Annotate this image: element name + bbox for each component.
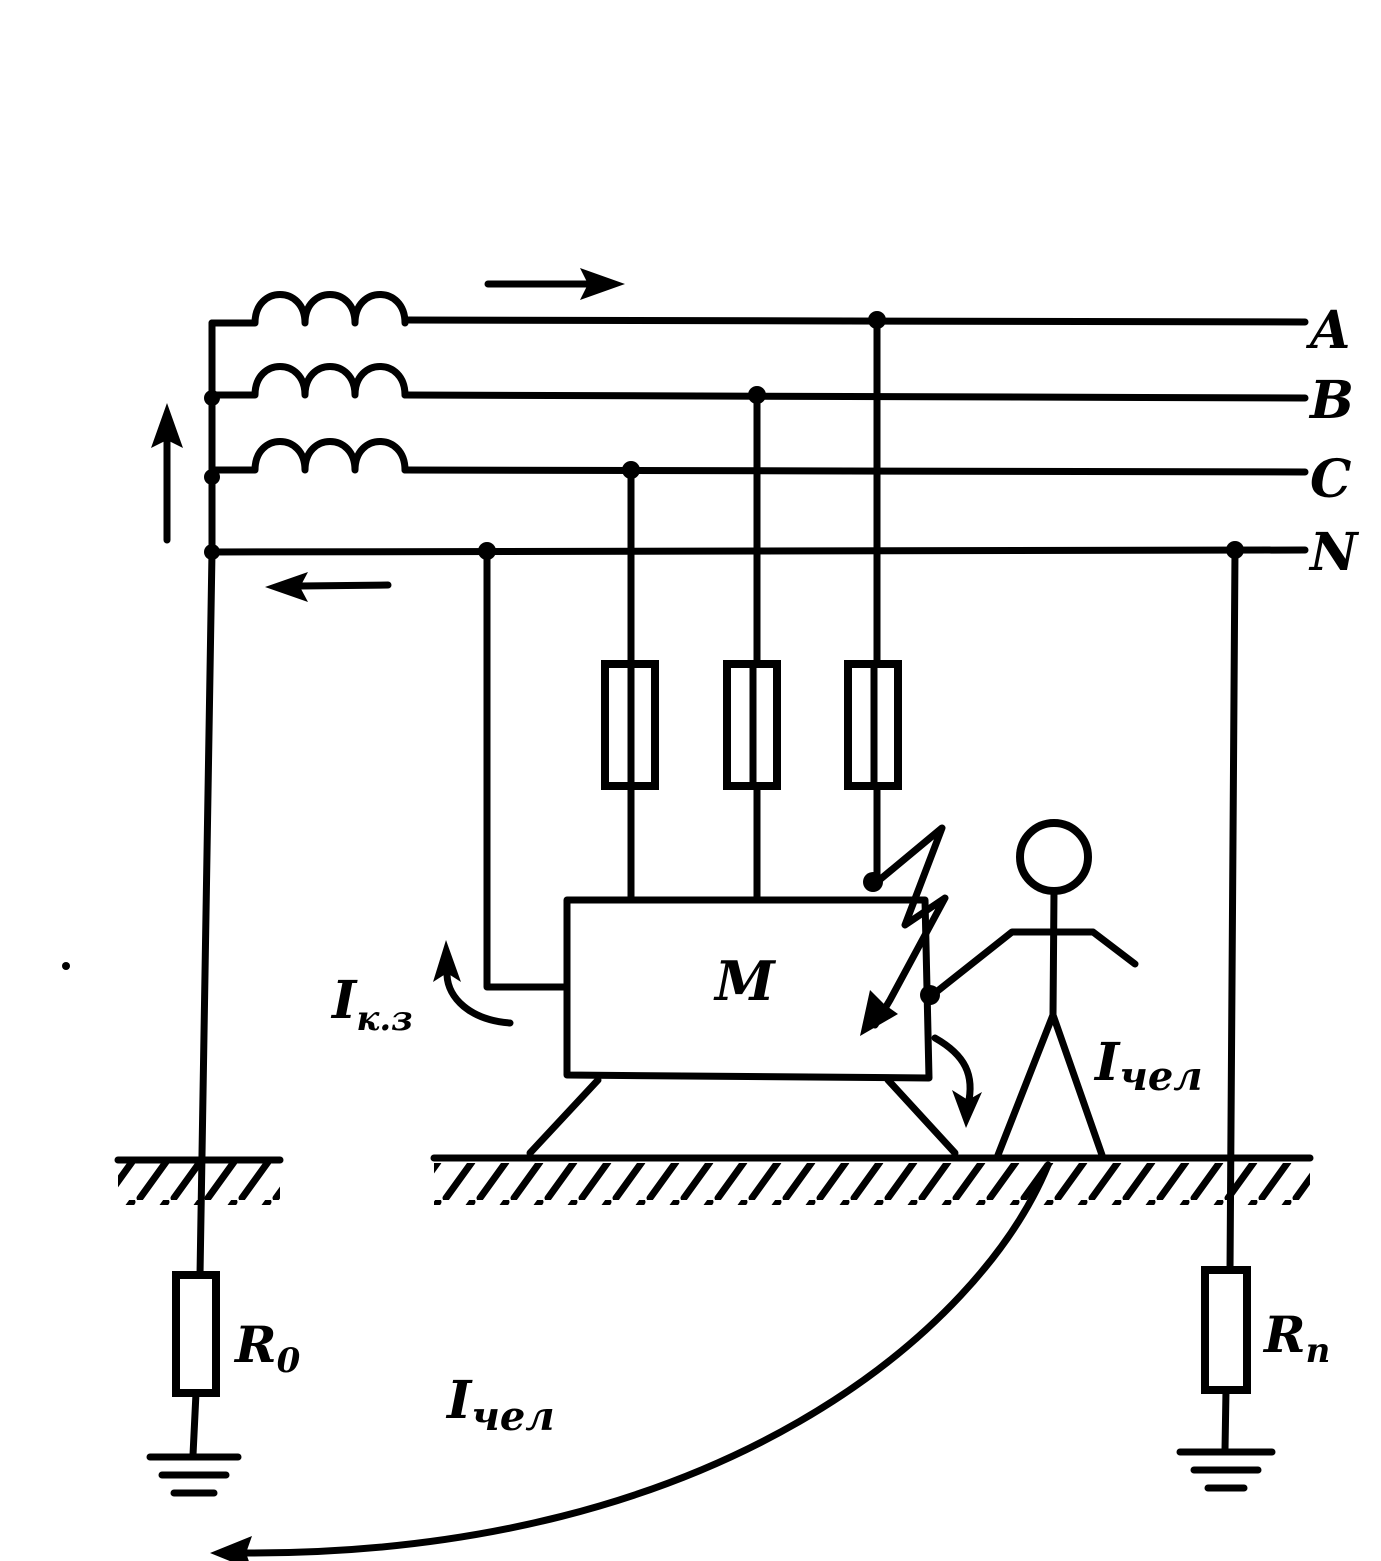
generator xyxy=(204,291,409,560)
earth-current-path xyxy=(210,1161,1052,1561)
arrow-up-icon xyxy=(433,940,461,982)
earth-current-arc xyxy=(241,1161,1052,1557)
arrow-down-left-icon xyxy=(860,990,898,1036)
earth-ground-icon-right xyxy=(1176,1448,1276,1492)
bus-line-c xyxy=(401,466,1309,476)
junction-dot xyxy=(204,390,220,406)
fuse-a xyxy=(844,660,902,790)
motor-leg-right xyxy=(884,1076,959,1157)
arrow-left-icon xyxy=(265,572,392,602)
arrow-right-icon xyxy=(484,268,625,300)
arrow-down-icon xyxy=(952,1090,982,1128)
winding-a xyxy=(208,291,409,327)
winding-b xyxy=(208,363,409,399)
bus-labels: A B C N xyxy=(1305,300,1360,583)
current-to-ground-arrow xyxy=(931,1034,974,1109)
short-circuit-arrow xyxy=(443,971,514,1027)
lightning-bolt-icon xyxy=(871,824,949,1029)
bus-label-a: A xyxy=(1305,300,1350,361)
speck-mark xyxy=(62,962,70,970)
short-circuit-current-label: Iк.з xyxy=(330,970,413,1039)
neutral-ground-left xyxy=(196,548,216,1279)
person-head xyxy=(1016,819,1092,895)
motor: M xyxy=(526,896,959,1157)
bus-line-a xyxy=(401,316,1309,326)
ground-hatch-left xyxy=(118,1163,280,1205)
fuse-b xyxy=(723,660,781,790)
ground-hatch-right xyxy=(434,1163,1310,1205)
bus-label-b: B xyxy=(1308,370,1354,431)
fuses xyxy=(601,660,902,790)
junction-dot xyxy=(204,469,220,485)
motor-label: M xyxy=(713,949,777,1013)
person-arms xyxy=(931,928,1139,997)
person-figure xyxy=(931,819,1139,1159)
motor-leg-left xyxy=(526,1076,602,1157)
bus-line-b xyxy=(401,391,1309,402)
ground-surfaces xyxy=(114,1154,1314,1205)
fault xyxy=(860,824,982,1128)
direction-arrows xyxy=(151,268,625,602)
earth-ground-icon-left xyxy=(146,1453,242,1497)
neutral-ground-right xyxy=(1226,546,1239,1274)
arrow-left-icon xyxy=(210,1536,252,1561)
person-torso xyxy=(1049,887,1058,1019)
motor-body xyxy=(563,896,933,1082)
resistor-r0: R0 xyxy=(172,1271,301,1459)
human-current-label-bottom: Iчел xyxy=(445,1370,555,1440)
resistor-rn: Rп xyxy=(1201,1266,1330,1454)
bus-label-c: C xyxy=(1310,449,1351,510)
person-legs xyxy=(994,1011,1106,1159)
short-circuit-current: Iк.з xyxy=(330,940,514,1039)
human-current-label-right: Iчел xyxy=(1093,1032,1203,1100)
fuse-c xyxy=(601,660,659,790)
resistor-r0-label: R0 xyxy=(233,1315,301,1381)
bus-junctions xyxy=(478,311,1244,560)
bus-label-n: N xyxy=(1308,522,1360,583)
protective-conductor xyxy=(483,547,569,991)
winding-c xyxy=(208,438,409,474)
resistor-rn-label: Rп xyxy=(1262,1305,1330,1371)
arrow-up-icon xyxy=(151,403,183,544)
